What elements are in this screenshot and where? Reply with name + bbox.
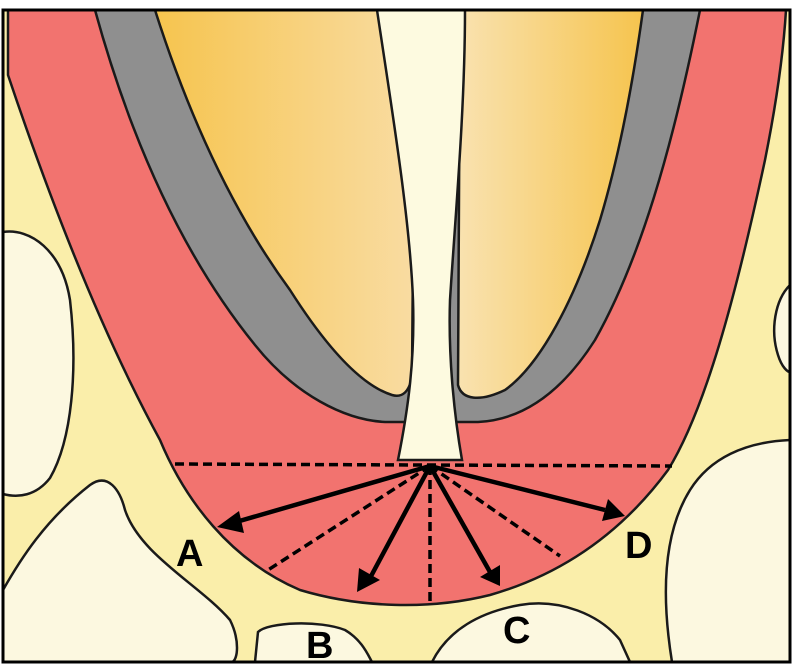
label-a: A [176,533,203,575]
label-b: B [306,625,333,664]
label-d: D [625,525,652,567]
label-c: C [503,610,530,652]
